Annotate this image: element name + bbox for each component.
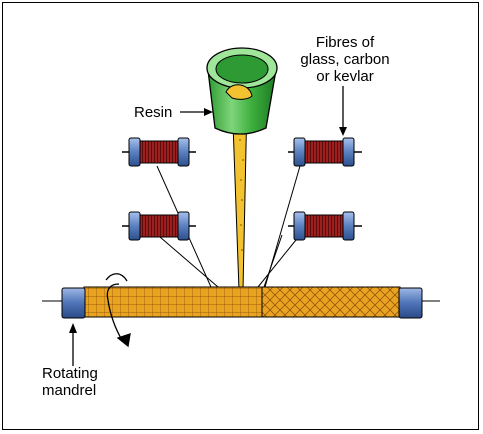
mandrel: [61, 286, 423, 319]
rotation-arrow-icon: [105, 273, 131, 348]
bobbin-bottom-left-icon: [122, 211, 196, 241]
bobbin-bottom-right-icon: [288, 211, 362, 241]
fibres-label: Fibres of glass, carbon or kevlar: [295, 34, 395, 85]
mandrel-end-right: [398, 287, 423, 319]
label-arrows: [69, 86, 347, 366]
bobbin-top-right-icon: [288, 137, 362, 167]
mandrel-label-line-2: mandrel: [42, 382, 97, 399]
mandrel-label-line-1: Rotating: [42, 365, 98, 382]
resin-bucket-icon: [206, 47, 278, 135]
fibres-label-line-2: glass, carbon: [300, 51, 390, 68]
fibres-label-line-3: or kevlar: [316, 68, 374, 85]
bobbin-top-left-icon: [122, 137, 196, 167]
resin-label: Resin: [134, 104, 173, 121]
mandrel-label: Rotating mandrel: [42, 365, 98, 399]
mandrel-end-left: [61, 287, 86, 319]
fibres-label-line-1: Fibres of: [315, 34, 375, 51]
